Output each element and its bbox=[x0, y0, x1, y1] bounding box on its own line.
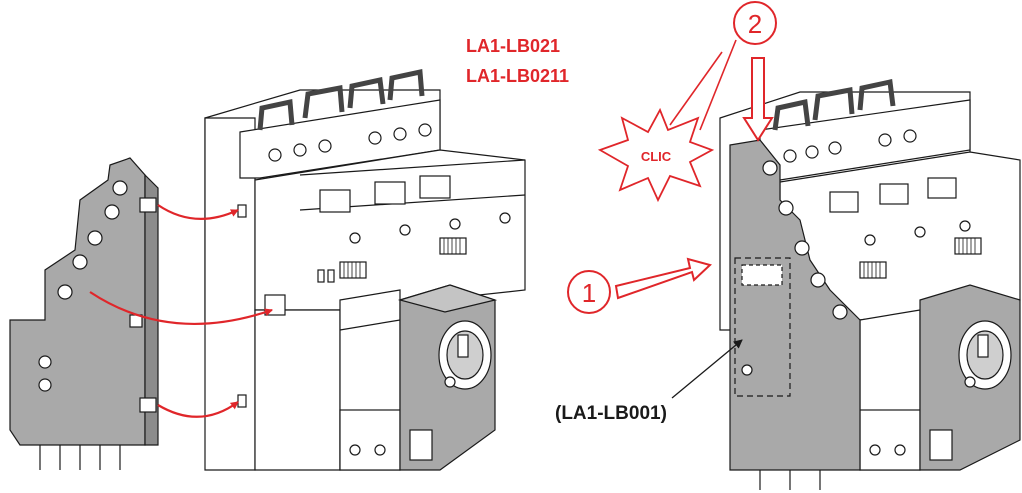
curved-arrow-icon bbox=[89, 204, 273, 418]
ref-top-line-1: LA1-LB021 bbox=[466, 36, 560, 56]
ref-bottom-label: (LA1-LB001) bbox=[555, 403, 667, 424]
burst-icon bbox=[597, 107, 715, 203]
ref-top-line-2: LA1-LB0211 bbox=[466, 66, 569, 86]
step-1-number: 1 bbox=[582, 278, 596, 308]
leader-line bbox=[671, 339, 743, 399]
left-contactor-assembly bbox=[204, 68, 526, 471]
right-motor-breaker bbox=[919, 284, 1021, 471]
down-arrow-icon bbox=[742, 57, 774, 142]
step-1-marker bbox=[567, 270, 611, 314]
step-2-marker bbox=[733, 1, 777, 45]
right-auxiliary-block bbox=[729, 139, 861, 490]
right-arrow-icon bbox=[614, 257, 712, 300]
left-auxiliary-block bbox=[9, 157, 159, 470]
left-motor-breaker bbox=[397, 284, 498, 471]
burst-connector bbox=[669, 39, 737, 131]
step-2-number: 2 bbox=[748, 9, 762, 39]
clic-label: CLIC bbox=[641, 149, 672, 164]
